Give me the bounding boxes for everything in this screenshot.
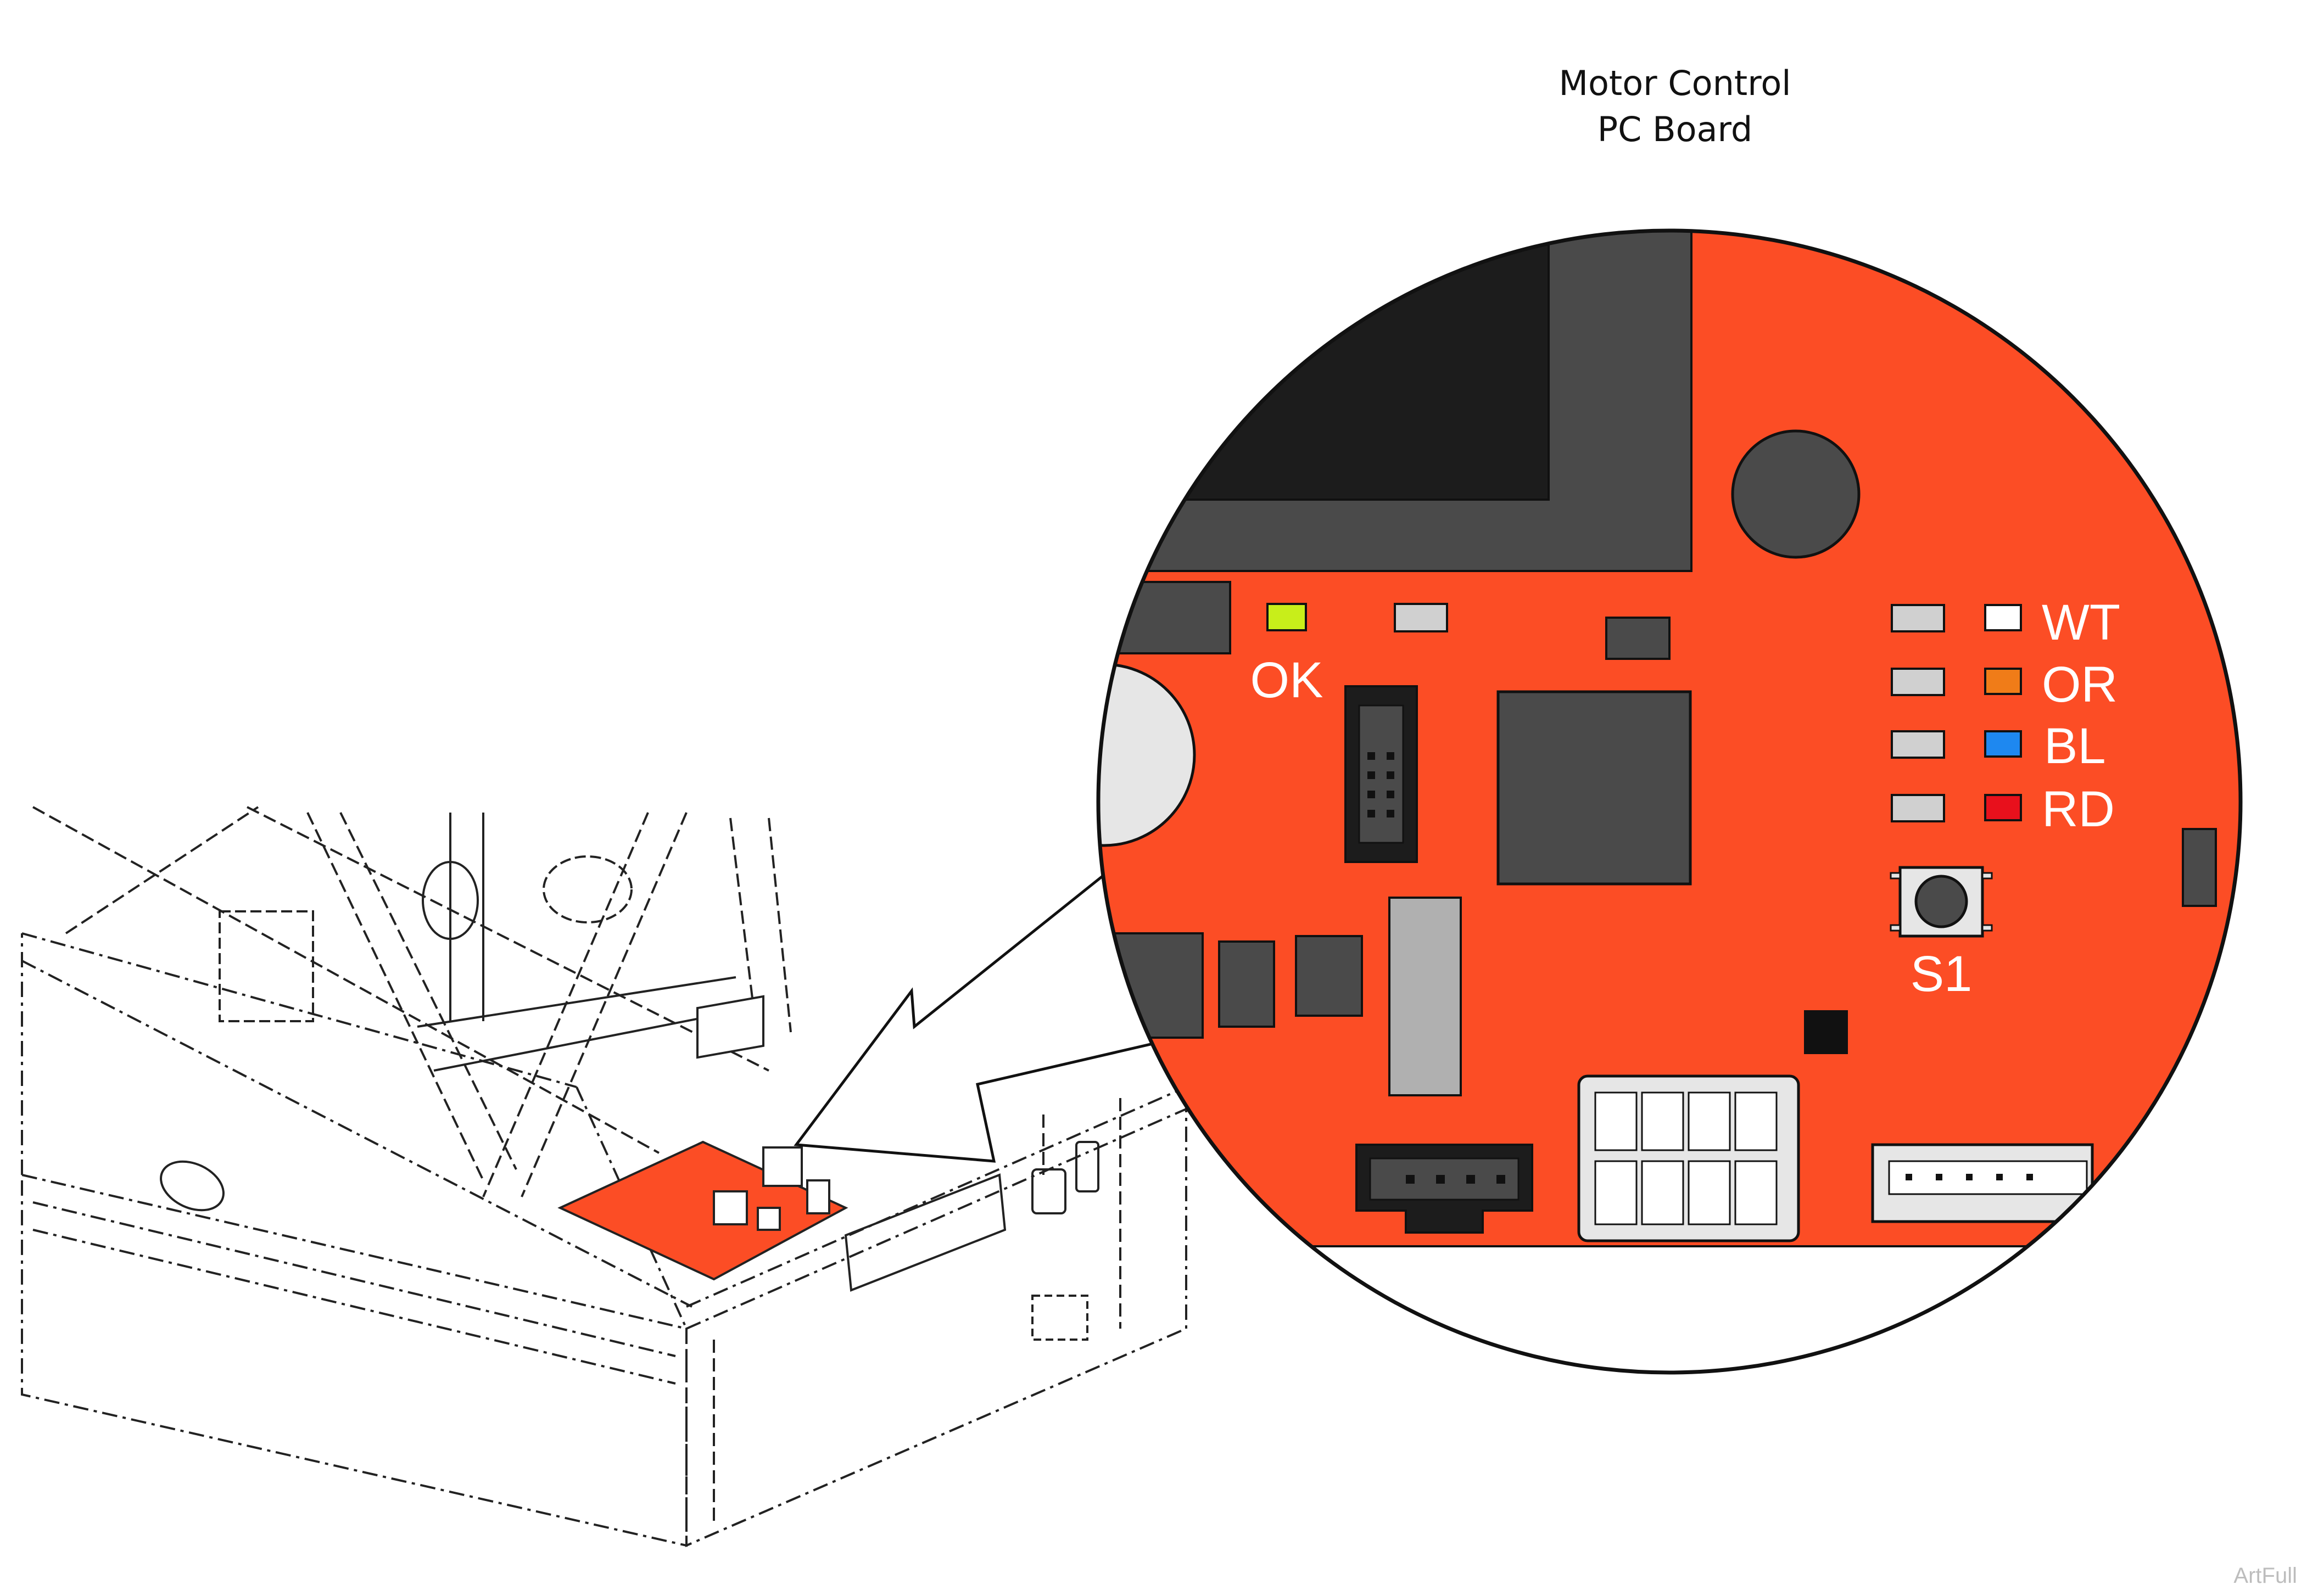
led-label-bl: BL (2044, 718, 2106, 774)
led-ok: OK (1250, 597, 1323, 708)
artfull-watermark: ArtFull (2233, 1564, 2297, 1588)
led-or: OR (1984, 657, 2118, 713)
led-glow-ticks (1971, 617, 2035, 809)
microcontroller-chip (1496, 690, 1692, 886)
led-label-rd: RD (2042, 781, 2115, 837)
led-label-or: OR (2042, 657, 2118, 713)
pcb-small-view (557, 995, 848, 1281)
callout-title-line2: PC Board (1597, 109, 1753, 149)
round-capacitor (1731, 429, 1861, 559)
led-label-wt: WT (2042, 595, 2120, 651)
connector-5pin (1871, 1143, 2094, 1223)
led-wt: WT (1984, 595, 2120, 651)
pcb-magnified-callout (1098, 231, 2241, 1373)
s1-push-button: S1 (1890, 866, 1993, 1002)
led-label-ok: OK (1250, 652, 1323, 708)
led-indicator-rd (1984, 794, 2022, 821)
s1-label: S1 (1911, 946, 1973, 1002)
callout-circle-outline (1096, 228, 2243, 1375)
led-indicator-or (1984, 668, 2022, 695)
coin-battery (1098, 663, 1196, 847)
callout-title: Motor Control PC Board (1455, 60, 1895, 153)
connector-8pin (1577, 1074, 1800, 1242)
led-indicator-wt (1984, 604, 2022, 631)
led-indicator-ok (1266, 603, 1307, 631)
callout-title-line1: Motor Control (1559, 63, 1791, 103)
led-bl: BL (1984, 718, 2106, 774)
led-rd: RD (1984, 781, 2115, 837)
connector-3pin (1355, 1144, 1533, 1234)
housing-line-art (21, 806, 1187, 1548)
led-indicator-bl (1984, 730, 2022, 758)
